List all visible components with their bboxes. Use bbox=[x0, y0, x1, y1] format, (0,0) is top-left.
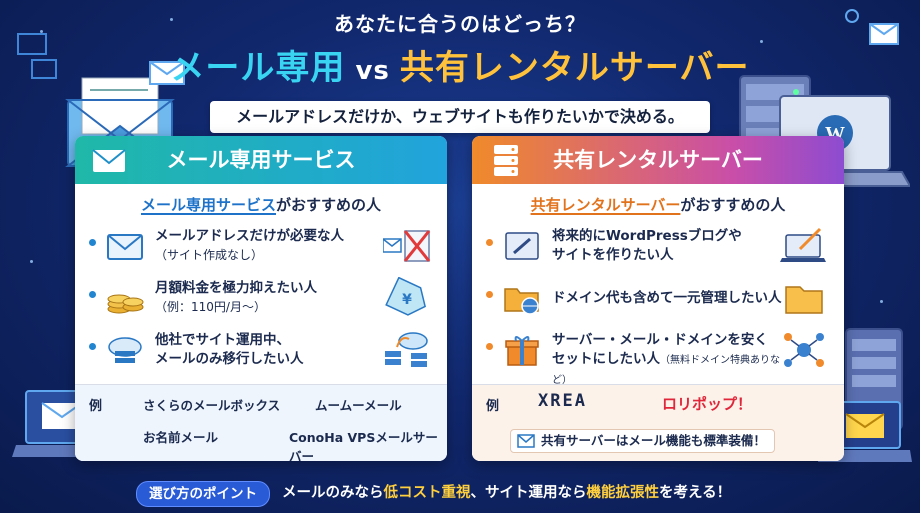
selection-tip-text: メールのみなら低コスト重視、サイト運用なら機能拡張性を考える！ bbox=[282, 480, 731, 506]
shared-server-panel-title: 共有レンタルサーバー bbox=[553, 148, 763, 172]
mail-only-recommend-highlight: メール専用サービス bbox=[140, 196, 276, 214]
list-item-line1: 他社でサイト運用中、 bbox=[155, 332, 290, 348]
bullet-dot bbox=[486, 239, 493, 246]
tip-highlight-extensibility: 機能拡張性 bbox=[586, 485, 660, 501]
example-lolipop: ロリポップ！ bbox=[662, 395, 753, 413]
list-item-text: 他社でサイト運用中、 メールのみ移行したい人 bbox=[155, 331, 355, 369]
list-item-line2-main: セットにしたい人 bbox=[552, 351, 660, 367]
star-decoration bbox=[880, 300, 883, 303]
examples-label: 例 bbox=[486, 399, 500, 414]
envelope-icon bbox=[92, 149, 126, 172]
list-item-text: 月額料金を極力抑えたい人 （例：110円/月〜） bbox=[155, 279, 355, 317]
example-onamae: お名前メール bbox=[143, 430, 219, 445]
list-item-line1: 月額料金を極力抑えたい人 bbox=[155, 280, 317, 296]
star-decoration bbox=[170, 18, 173, 21]
list-item-text: サーバー・メール・ドメインを安く セットにしたい人（無料ドメイン特典ありなど） bbox=[552, 331, 792, 390]
shared-server-note-text: 共有サーバーはメール機能も標準装備！ bbox=[541, 433, 766, 448]
example-sakura: さくらのメールボックス bbox=[143, 398, 281, 413]
shared-server-recommend-highlight: 共有レンタルサーバー bbox=[530, 196, 681, 214]
tip-text-part2: 、サイト運用なら bbox=[470, 485, 587, 501]
list-item: 月額料金を極力抑えたい人 （例：110円/月〜） ¥ bbox=[75, 273, 447, 325]
list-item-line2: メールのみ移行したい人 bbox=[155, 351, 304, 367]
svg-text:¥: ¥ bbox=[402, 292, 412, 308]
list-item-line1: 将来的にWordPressブログや bbox=[552, 228, 742, 244]
gift-icon bbox=[505, 336, 539, 366]
website-edit-icon bbox=[505, 232, 539, 260]
star-decoration bbox=[30, 260, 33, 263]
list-item-line2-note: （無料ドメイン特典ありなど） bbox=[552, 355, 780, 386]
list-item-text: 将来的にWordPressブログや サイトを作りたい人 bbox=[552, 227, 772, 265]
list-item-line1: メールアドレスだけが必要な人 bbox=[155, 228, 344, 244]
circuit-decoration bbox=[17, 33, 57, 79]
selection-tip-bar: 選び方のポイント メールのみなら低コスト重視、サイト運用なら機能拡張性を考える！ bbox=[130, 480, 790, 507]
small-envelope-icon bbox=[149, 61, 185, 85]
list-item: メールアドレスだけが必要な人 （サイト作成なし） bbox=[75, 221, 447, 273]
star-decoration bbox=[760, 40, 763, 43]
yen-tag-icon: ¥ bbox=[385, 277, 426, 316]
list-item-line1: サーバー・メール・ドメインを安く bbox=[552, 332, 768, 348]
list-item-line2: （例：110円/月〜） bbox=[155, 300, 266, 314]
list-item: 他社でサイト運用中、 メールのみ移行したい人 bbox=[75, 325, 447, 377]
shared-server-recommend-suffix: がおすすめの人 bbox=[680, 196, 786, 214]
example-xrea: XREA bbox=[538, 391, 587, 411]
title-shared-server: 共有レンタルサーバー bbox=[399, 48, 750, 88]
shared-server-note: 共有サーバーはメール機能も標準装備！ bbox=[510, 429, 775, 453]
folder-globe-icon bbox=[504, 288, 539, 315]
shared-server-panel: 共有レンタルサーバー 共有レンタルサーバーがおすすめの人 将来的にWordPre… bbox=[472, 136, 844, 461]
mail-only-panel-header: メール専用サービス bbox=[75, 136, 447, 184]
mail-only-examples: 例 さくらのメールボックス ムームーメール お名前メール ConoHa VPSメ… bbox=[75, 384, 447, 461]
mail-only-panel: メール専用サービス メール専用サービスがおすすめの人 メールアドレスだけが必要な… bbox=[75, 136, 447, 461]
server-icon bbox=[494, 145, 518, 176]
mail-only-recommend-suffix: がおすすめの人 bbox=[276, 196, 382, 214]
tip-text-part1: メールのみなら bbox=[282, 485, 384, 501]
shared-server-examples: 例 XREA ロリポップ！ 共有サーバーはメール機能も標準装備！ bbox=[472, 384, 844, 461]
page-title: メール専用 vs 共有レンタルサーバー bbox=[0, 40, 920, 89]
list-item-line2: セットにしたい人（無料ドメイン特典ありなど） bbox=[552, 350, 792, 390]
mail-only-panel-title: メール専用サービス bbox=[166, 148, 356, 172]
envelope-icon bbox=[517, 434, 535, 448]
list-item-line2: サイトを作りたい人 bbox=[552, 247, 674, 263]
bullet-dot bbox=[89, 239, 96, 246]
subtitle-bar: メールアドレスだけか、ウェブサイトも作りたいかで決める。 bbox=[210, 101, 710, 133]
list-item-text: メールアドレスだけが必要な人 （サイト作成なし） bbox=[155, 227, 355, 265]
example-muumuu: ムームーメール bbox=[315, 398, 402, 413]
title-mail-only: メール専用 bbox=[170, 48, 346, 88]
folder-icon bbox=[785, 286, 823, 314]
bullet-dot bbox=[89, 343, 96, 350]
envelope-icon bbox=[107, 234, 143, 260]
selection-tip-badge: 選び方のポイント bbox=[136, 481, 270, 507]
cloud-server-icon bbox=[108, 337, 142, 363]
star-decoration bbox=[40, 30, 43, 33]
bullet-dot bbox=[486, 343, 493, 350]
list-item: ドメイン代も含めて一元管理したい人 bbox=[472, 273, 844, 325]
example-conoha: ConoHa VPSメールサーバー bbox=[289, 430, 438, 461]
shared-server-panel-header: 共有レンタルサーバー bbox=[472, 136, 844, 184]
list-item: 将来的にWordPressブログや サイトを作りたい人 bbox=[472, 221, 844, 273]
bullet-dot bbox=[486, 291, 493, 298]
laptop-envelope-icon bbox=[818, 401, 912, 462]
coins-icon bbox=[107, 294, 144, 314]
list-item-line2: （サイト作成なし） bbox=[155, 248, 264, 262]
cloud-migration-icon bbox=[385, 332, 428, 367]
list-item-line1: ドメイン代も含めて一元管理したい人 bbox=[552, 290, 782, 306]
no-website-icon bbox=[383, 230, 431, 262]
network-icon bbox=[784, 333, 824, 367]
list-item: サーバー・メール・ドメインを安く セットにしたい人（無料ドメイン特典ありなど） bbox=[472, 325, 844, 386]
bullet-dot bbox=[89, 291, 96, 298]
mail-network-decoration bbox=[845, 9, 899, 45]
shared-server-recommend-title: 共有レンタルサーバーがおすすめの人 bbox=[472, 194, 844, 215]
list-item-text: ドメイン代も含めて一元管理したい人 bbox=[552, 289, 792, 308]
tip-text-part3: を考える！ bbox=[659, 485, 732, 501]
examples-label: 例 bbox=[89, 399, 103, 414]
laptop-pen-icon bbox=[780, 227, 826, 262]
tip-highlight-low-cost: 低コスト重視 bbox=[383, 485, 471, 501]
title-vs: vs bbox=[355, 56, 390, 86]
mail-only-recommend-title: メール専用サービスがおすすめの人 bbox=[75, 194, 447, 215]
header-question: あなたに合うのはどっち？ bbox=[334, 12, 586, 36]
